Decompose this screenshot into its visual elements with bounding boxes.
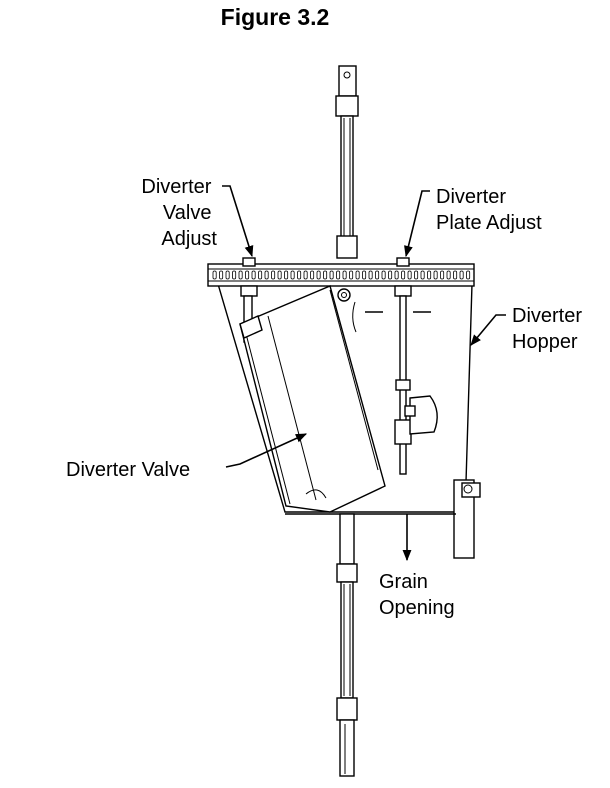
hopper-side-bracket xyxy=(453,479,481,559)
grain-opening-label: Grain Opening xyxy=(379,571,455,619)
valve-callout xyxy=(225,433,308,468)
lower-shaft xyxy=(336,513,358,777)
plate-adjust-bolt xyxy=(394,257,438,475)
slotted-top-plate xyxy=(207,263,475,287)
diverter-valve-plate xyxy=(239,285,386,513)
hopper-label: Diverter Hopper xyxy=(512,305,588,353)
plate-adjust-label: Diverter Plate Adjust xyxy=(436,186,542,234)
plate-adjust-callout xyxy=(404,190,430,258)
valve-adjust-label: Diverter Valve Adjust xyxy=(141,176,217,250)
valve-label: Diverter Valve xyxy=(66,459,190,481)
hopper-callout xyxy=(470,314,506,346)
figure-title: Figure 3.2 xyxy=(220,4,330,30)
upper-shaft xyxy=(335,65,359,259)
valve-adjust-callout xyxy=(222,185,254,258)
